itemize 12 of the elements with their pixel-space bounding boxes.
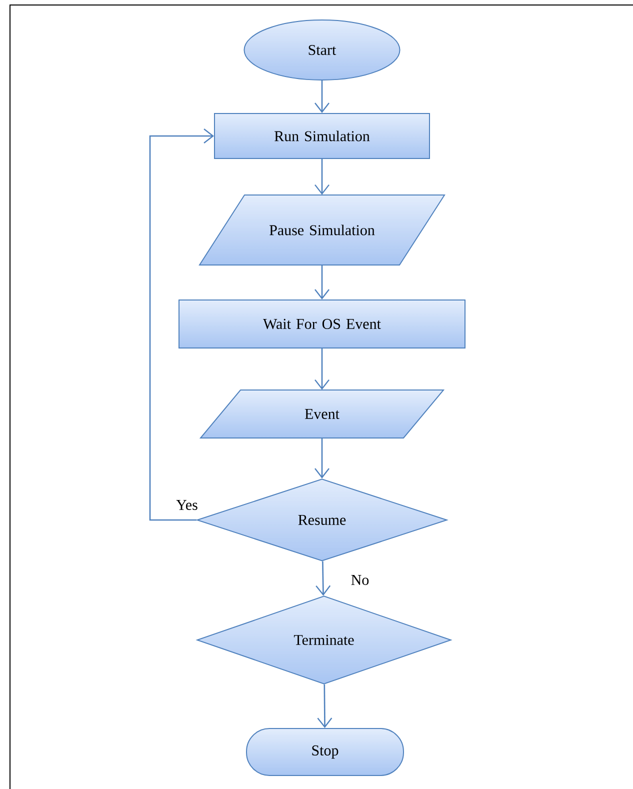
arrow — [149, 128, 214, 521]
process-box: Wait For OS Event — [178, 300, 466, 348]
arrow — [314, 159, 330, 195]
arrow — [314, 438, 330, 478]
edge-label: No — [350, 574, 370, 586]
arrow — [317, 684, 332, 728]
end-terminal: Stop — [246, 728, 404, 776]
arrow — [316, 561, 331, 596]
process-box: Run Simulation — [214, 113, 430, 159]
arrow — [314, 80, 330, 113]
arrow — [314, 265, 330, 300]
arrow — [314, 348, 330, 390]
